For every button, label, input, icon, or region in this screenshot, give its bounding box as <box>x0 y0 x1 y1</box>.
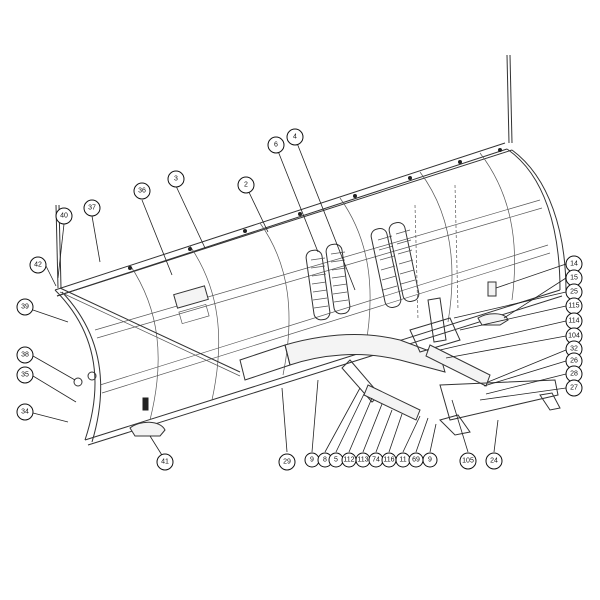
callout-39: 39 <box>16 298 34 316</box>
svg-text:42: 42 <box>34 262 42 269</box>
svg-text:3: 3 <box>174 176 178 183</box>
leader-lines <box>32 137 567 461</box>
callout-11: 11 <box>395 452 411 468</box>
svg-text:27: 27 <box>570 385 578 392</box>
svg-text:69: 69 <box>412 457 420 464</box>
shoe-left <box>129 421 166 437</box>
svg-text:36: 36 <box>138 188 146 195</box>
shoe-right <box>477 313 509 326</box>
brace-cable <box>59 287 241 373</box>
shoe-post-right <box>487 281 497 297</box>
svg-text:6: 6 <box>274 142 278 149</box>
svg-text:105: 105 <box>462 458 474 465</box>
svg-text:26: 26 <box>570 358 578 365</box>
callout-3: 3 <box>167 170 185 188</box>
callouts: 40 37 36 3 2 6 4 42 39 38 35 34 41 14 15… <box>16 128 583 471</box>
svg-text:113: 113 <box>357 457 368 464</box>
svg-text:41: 41 <box>161 459 169 466</box>
svg-text:116: 116 <box>383 457 394 464</box>
svg-text:114: 114 <box>568 318 579 325</box>
callout-115: 115 <box>565 297 583 315</box>
svg-text:29: 29 <box>283 459 291 466</box>
svg-text:32: 32 <box>570 346 578 353</box>
callout-27: 27 <box>565 379 583 397</box>
callout-74: 74 <box>368 452 384 468</box>
callout-2: 2 <box>237 176 255 194</box>
trip-springs <box>305 222 420 321</box>
callout-4: 4 <box>286 128 304 146</box>
svg-text:37: 37 <box>88 205 96 212</box>
svg-text:38: 38 <box>21 352 29 359</box>
mount-frame <box>439 379 561 436</box>
svg-text:112: 112 <box>343 457 354 464</box>
svg-text:34: 34 <box>21 409 29 416</box>
svg-text:40: 40 <box>60 213 68 220</box>
callout-29: 29 <box>278 453 296 471</box>
svg-text:15: 15 <box>570 275 578 282</box>
callout-34: 34 <box>16 403 34 421</box>
svg-text:24: 24 <box>490 458 498 465</box>
callout-35: 35 <box>16 366 34 384</box>
callout-40: 40 <box>55 207 73 225</box>
callout-38: 38 <box>16 346 34 364</box>
callout-116: 116 <box>381 452 397 468</box>
svg-text:115: 115 <box>568 303 579 310</box>
svg-text:39: 39 <box>21 304 29 311</box>
callout-14: 14 <box>565 255 583 273</box>
svg-text:8: 8 <box>323 457 327 464</box>
svg-text:2: 2 <box>244 182 248 189</box>
callout-41: 41 <box>156 453 174 471</box>
svg-text:9: 9 <box>310 457 314 464</box>
svg-text:35: 35 <box>21 372 29 379</box>
svg-text:14: 14 <box>570 261 578 268</box>
svg-text:74: 74 <box>372 457 380 464</box>
svg-text:28: 28 <box>570 371 578 378</box>
moldboard-blade <box>54 142 567 446</box>
callout-9-right: 9 <box>422 452 438 468</box>
angle-cylinders <box>363 344 491 421</box>
callout-69: 69 <box>408 452 424 468</box>
callout-5: 5 <box>328 452 344 468</box>
callout-42: 42 <box>29 256 47 274</box>
shoe-post-left <box>142 397 149 411</box>
callout-114: 114 <box>565 312 583 330</box>
callout-113: 113 <box>355 452 371 468</box>
callout-24: 24 <box>485 452 503 470</box>
svg-text:5: 5 <box>334 457 338 464</box>
svg-text:104: 104 <box>568 333 580 340</box>
svg-text:11: 11 <box>399 457 406 464</box>
callout-37: 37 <box>83 199 101 217</box>
callout-105: 105 <box>459 452 477 470</box>
callout-112: 112 <box>341 452 357 468</box>
callout-6: 6 <box>267 136 285 154</box>
svg-text:9: 9 <box>428 457 432 464</box>
svg-text:25: 25 <box>570 289 578 296</box>
callout-36: 36 <box>133 182 151 200</box>
svg-text:4: 4 <box>293 134 297 141</box>
lift-chains <box>414 184 459 321</box>
a-frame <box>239 297 461 403</box>
callout-9-left: 9 <box>304 452 320 468</box>
